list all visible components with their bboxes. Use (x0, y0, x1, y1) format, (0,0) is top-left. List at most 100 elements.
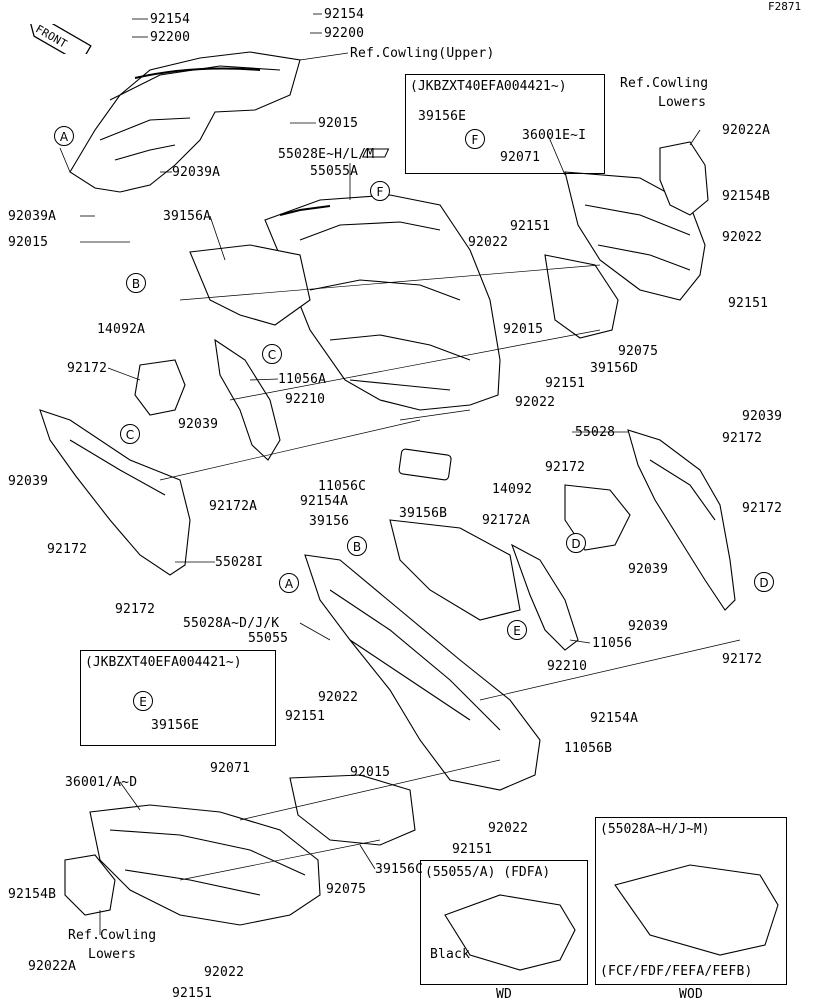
part-label: 92151 (285, 709, 326, 724)
part-label: 92200 (324, 26, 365, 41)
part-label: 92151 (510, 219, 551, 234)
part-label: 39156C (375, 862, 424, 877)
part-label: 55028I (215, 555, 264, 570)
part-label: 92154A (590, 711, 639, 726)
part-label: 92200 (150, 30, 191, 45)
callout-marker-e: E (507, 620, 527, 640)
part-label: 92022 (722, 230, 763, 245)
panel-39156c-drawing (289, 774, 416, 846)
part-label: 92154B (722, 189, 771, 204)
part-label: Ref.Cowling (620, 76, 709, 91)
stay-11056-drawing (510, 543, 579, 651)
part-label: 92154 (324, 7, 365, 22)
decal-39156e-top (361, 148, 390, 158)
part-label: 92172 (722, 652, 763, 667)
callout-marker-c: C (120, 424, 140, 444)
panel-39156-drawing (389, 519, 521, 621)
part-label: 92172 (67, 361, 108, 376)
part-label: 36001/A~D (65, 775, 138, 790)
panel-39156b-drawing (398, 448, 452, 481)
part-label: 55028 (575, 425, 616, 440)
part-label: 92022 (318, 690, 359, 705)
part-label: 92022A (722, 123, 771, 138)
callout-marker-b: B (126, 273, 146, 293)
part-label: 92154B (8, 887, 57, 902)
inset-cowl-wd-drawing (444, 894, 576, 971)
part-label: 92039 (178, 417, 219, 432)
upper-cowling-drawing (69, 51, 301, 193)
panel-39156d-drawing (544, 254, 619, 339)
part-label: Lowers (658, 95, 707, 110)
part-label: 92071 (210, 761, 251, 776)
part-label: 39156E (418, 109, 467, 124)
part-label: 92015 (350, 765, 391, 780)
part-label: 39156E (151, 718, 200, 733)
part-label: 92039 (628, 619, 669, 634)
leader-lines (59, 13, 701, 955)
part-label: 11056B (564, 741, 613, 756)
part-label: 92039A (8, 209, 57, 224)
part-label: 92172 (545, 460, 586, 475)
part-label: 92039 (742, 409, 783, 424)
part-label: 92015 (318, 116, 359, 131)
part-label: 92154A (300, 494, 349, 509)
part-label: 92022 (515, 395, 556, 410)
side-panel-right-drawing (627, 429, 736, 611)
part-label: 55028A~D/J/K (183, 616, 280, 631)
callout-marker-c: C (262, 344, 282, 364)
part-label: 92172A (209, 499, 258, 514)
part-label: 92210 (547, 659, 588, 674)
part-label: 92022 (488, 821, 529, 836)
lower-cowl-left-drawing (89, 804, 321, 926)
inset-box: (JKBZXT40EFA004421~) (405, 74, 605, 174)
part-label: 92154 (150, 12, 191, 27)
panel-39156a-drawing (189, 244, 311, 326)
inset-box-title: (JKBZXT40EFA004421~) (85, 655, 242, 670)
inset-box-title: (55055/A) (FDFA) (425, 865, 551, 880)
part-label: 92039A (172, 165, 221, 180)
callout-marker-f: F (465, 129, 485, 149)
part-label: 39156 (309, 514, 350, 529)
callout-marker-b: B (347, 536, 367, 556)
part-label: 92075 (618, 344, 659, 359)
callout-marker-d: D (754, 572, 774, 592)
front-direction-tag (29, 24, 92, 54)
part-label: 92071 (500, 150, 541, 165)
part-label: 36001E~I (522, 128, 587, 143)
part-label: 55055 (248, 631, 289, 646)
part-label: 92022 (468, 235, 509, 250)
side-panel-left-drawing (39, 409, 191, 576)
part-label: 92039 (628, 562, 669, 577)
center-lower-cowl-drawing (304, 554, 541, 791)
part-label: 39156D (590, 361, 639, 376)
inset-box: (55028A~H/J~M) (595, 817, 787, 985)
part-label: 14092A (97, 322, 146, 337)
bracket-14092a-drawing (134, 359, 186, 416)
part-label: Black (430, 947, 471, 962)
part-label: Ref.Cowling (68, 928, 157, 943)
part-label: 92151 (728, 296, 769, 311)
inset-box: (55055/A) (FDFA) (420, 860, 588, 985)
bracket-right-drawing (659, 141, 709, 216)
variant-label: (FCF/FDF/FEFA/FEFB) (600, 964, 753, 979)
inset-box-title: (55028A~H/J~M) (600, 822, 710, 837)
part-label: 14092 (492, 482, 533, 497)
part-label: 92172 (115, 602, 156, 617)
bracket-left-drawing (64, 854, 116, 916)
part-label: 92015 (8, 235, 49, 250)
part-label: 92172 (47, 542, 88, 557)
variant-label: WD (496, 987, 513, 1000)
part-label: 92075 (326, 882, 367, 897)
part-label: 55055A (310, 164, 359, 179)
part-label: 39156A (163, 209, 212, 224)
part-label: 92022A (28, 959, 77, 974)
part-label: 92172 (742, 501, 783, 516)
callout-marker-e: E (133, 691, 153, 711)
part-label: 92022 (204, 965, 245, 980)
part-label: 92015 (503, 322, 544, 337)
callout-marker-a: A (279, 573, 299, 593)
inset-box: (JKBZXT40EFA004421~) (80, 650, 276, 746)
part-label: 92151 (172, 986, 213, 1000)
figure-id: F2871 (768, 0, 802, 13)
